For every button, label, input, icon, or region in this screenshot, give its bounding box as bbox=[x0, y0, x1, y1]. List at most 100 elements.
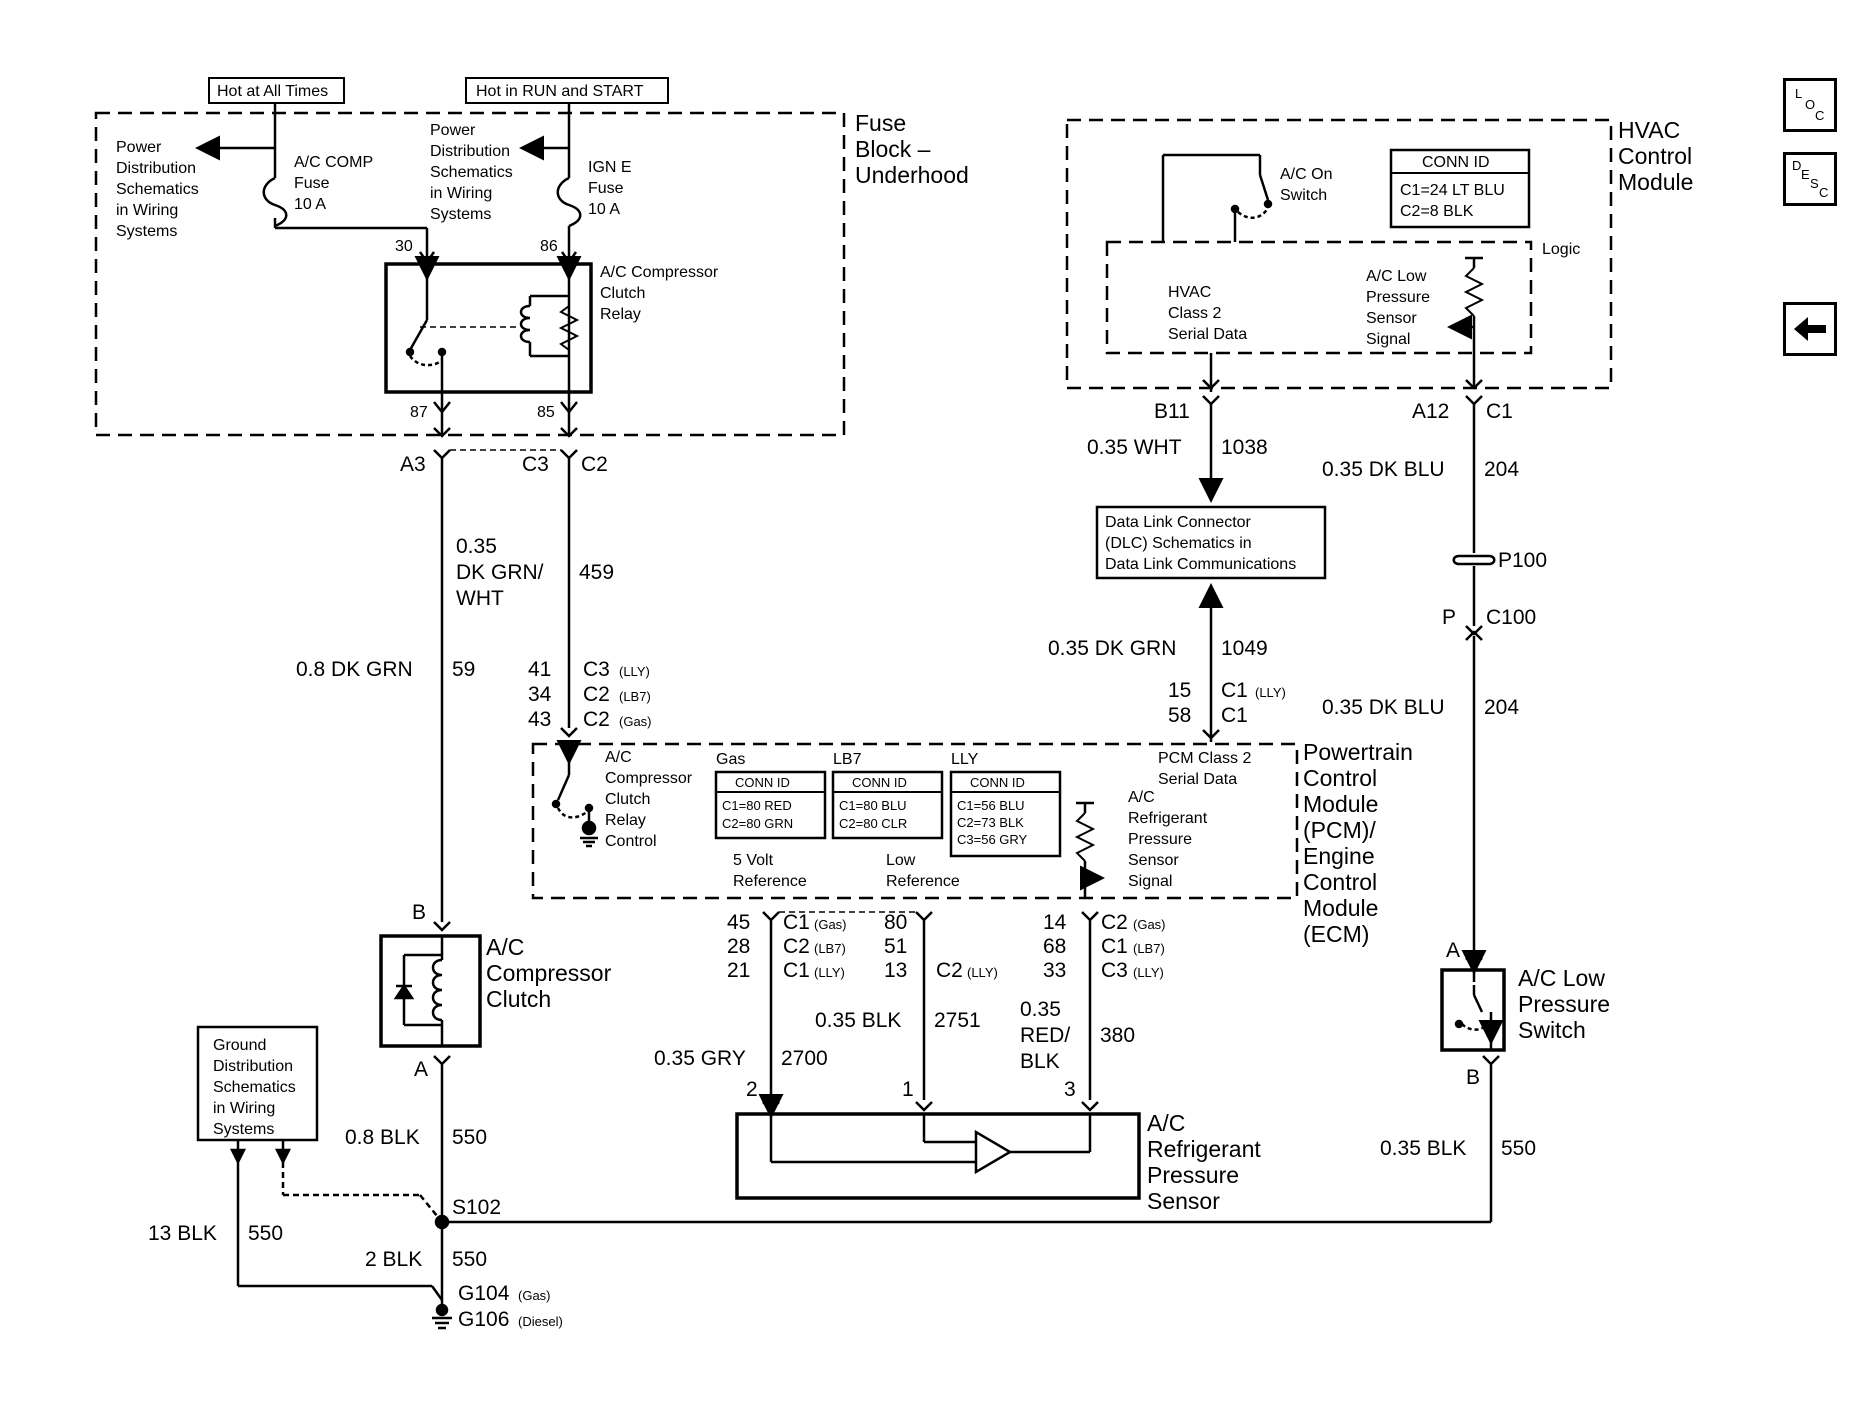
low-switch-1: A/C Low bbox=[1518, 965, 1605, 991]
wire-380-num: 380 bbox=[1100, 1024, 1135, 1047]
wire-13blk-num: 550 bbox=[248, 1222, 283, 1245]
pin-28-eng: (LB7) bbox=[814, 941, 846, 956]
ground-dist-box bbox=[196, 1025, 319, 1142]
relay-conn-c2: C2 bbox=[583, 683, 610, 706]
pin-14-eng: (Gas) bbox=[1133, 917, 1166, 932]
pcm-title-3: Module bbox=[1303, 791, 1378, 817]
pds-left-1: Power bbox=[116, 139, 162, 156]
pin-14-conn: C2 bbox=[1101, 911, 1128, 934]
logic-box bbox=[1105, 240, 1533, 355]
pin-68-eng: (LB7) bbox=[1133, 941, 1165, 956]
pds-left-4: in Wiring bbox=[116, 202, 178, 219]
ac-on-switch-1: A/C On bbox=[1280, 166, 1332, 183]
relay-pin-41: 41 bbox=[528, 658, 551, 681]
conn-lly-title: CONN ID bbox=[970, 775, 1025, 790]
clutch-pin-b: B bbox=[412, 901, 426, 924]
clutch-label-3: Clutch bbox=[486, 986, 551, 1012]
wire-459-color-3: WHT bbox=[456, 587, 504, 610]
ground-dist-1: Ground bbox=[213, 1037, 266, 1054]
relay-box bbox=[384, 262, 593, 394]
pds-mid-4: in Wiring bbox=[430, 185, 492, 202]
refrig-signal-1: A/C bbox=[1128, 789, 1155, 806]
switch-pin-b: B bbox=[1466, 1066, 1480, 1089]
wire-550-num: 550 bbox=[452, 1126, 487, 1149]
loc-icon: L O C bbox=[1795, 86, 1824, 123]
conn-lb7-c1: C1=80 BLU bbox=[839, 798, 907, 813]
desc-letter-d: D bbox=[1792, 158, 1801, 173]
clutch-label-2: Compressor bbox=[486, 960, 612, 986]
refrig-sensor-box bbox=[735, 1112, 1141, 1200]
refrig-sensor-4: Sensor bbox=[1147, 1188, 1220, 1214]
clutch-pin-a: A bbox=[414, 1058, 428, 1081]
wire-59-color: 0.8 DK GRN bbox=[296, 658, 413, 681]
refrig-signal-3: Pressure bbox=[1128, 831, 1192, 848]
dlc-conn-c1b: C1 bbox=[1221, 704, 1248, 727]
wire-550b-num: 550 bbox=[1501, 1137, 1536, 1160]
five-volt-ref-1: 5 Volt bbox=[733, 852, 774, 869]
wire-459-color-1: 0.35 bbox=[456, 535, 497, 558]
g106-engine: (Diesel) bbox=[518, 1314, 563, 1329]
conn-c3: C3 bbox=[522, 453, 549, 476]
pcm-title-7: Module bbox=[1303, 895, 1378, 921]
desc-button[interactable]: D E S C bbox=[1783, 152, 1837, 206]
hvac-title-2: Control bbox=[1618, 143, 1692, 169]
wire-380-color-1: 0.35 bbox=[1020, 998, 1061, 1021]
desc-letter-c: C bbox=[1819, 185, 1828, 200]
pin-13: 13 bbox=[884, 959, 907, 982]
engine-lb7: LB7 bbox=[833, 751, 862, 768]
wire-1049-color: 0.35 DK GRN bbox=[1048, 637, 1176, 660]
refrig-signal-2: Refrigerant bbox=[1128, 810, 1208, 827]
back-button[interactable] bbox=[1783, 302, 1837, 356]
pds-mid-5: Systems bbox=[430, 206, 491, 223]
conn-lly-c2: C2=73 BLK bbox=[957, 815, 1024, 830]
fuse-ac-comp-2: Fuse bbox=[294, 175, 330, 192]
wire-380-color-2: RED/ bbox=[1020, 1024, 1070, 1047]
wire-204-color: 0.35 DK BLU bbox=[1322, 458, 1445, 481]
dlc-pin-15: 15 bbox=[1168, 679, 1191, 702]
pin-28-conn: C2 bbox=[783, 935, 810, 958]
ac-on-switch-2: Switch bbox=[1280, 187, 1327, 204]
relay-control-3: Clutch bbox=[605, 791, 650, 808]
wire-204-num: 204 bbox=[1484, 458, 1519, 481]
wire-2700-num: 2700 bbox=[781, 1047, 828, 1070]
pin-13-eng: (LLY) bbox=[967, 965, 998, 980]
pcm-title-5: Engine bbox=[1303, 843, 1375, 869]
wire-1038-color: 0.35 WHT bbox=[1087, 436, 1182, 459]
fuse-ign-e-2: Fuse bbox=[588, 180, 624, 197]
conn-lb7-title: CONN ID bbox=[852, 775, 907, 790]
sensor-pin-2: 2 bbox=[746, 1078, 758, 1101]
pcm-title-1: Powertrain bbox=[1303, 739, 1413, 765]
fuse-ac-comp-1: A/C COMP bbox=[294, 154, 373, 171]
ac-comp-fuse-symbol bbox=[262, 176, 288, 228]
refrig-signal-5: Signal bbox=[1128, 873, 1172, 890]
relay-control-4: Relay bbox=[605, 812, 646, 829]
conn-gas-title: CONN ID bbox=[735, 775, 790, 790]
wire-459-num: 459 bbox=[579, 561, 614, 584]
c100-label: C100 bbox=[1486, 606, 1536, 629]
pin-21-conn: C1 bbox=[783, 959, 810, 982]
relay-eng-lb7: (LB7) bbox=[619, 689, 651, 704]
pin-80: 80 bbox=[884, 911, 907, 934]
hot-all-times-box bbox=[208, 77, 345, 104]
low-switch-3: Switch bbox=[1518, 1017, 1586, 1043]
pin-85: 85 bbox=[537, 404, 555, 421]
pin-33-conn: C3 bbox=[1101, 959, 1128, 982]
loc-button[interactable]: L O C bbox=[1783, 78, 1837, 132]
loc-letter-c: C bbox=[1815, 108, 1824, 123]
ac-low-sensor-3: Sensor bbox=[1366, 310, 1417, 327]
relay-label-2: Clutch bbox=[600, 285, 645, 302]
switch-pin-a: A bbox=[1446, 939, 1460, 962]
pin-45-conn: C1 bbox=[783, 911, 810, 934]
low-switch-2: Pressure bbox=[1518, 991, 1610, 1017]
low-ref-2: Reference bbox=[886, 873, 960, 890]
pin-45: 45 bbox=[727, 911, 750, 934]
pin-21-eng: (LLY) bbox=[814, 965, 845, 980]
pds-left-2: Distribution bbox=[116, 160, 196, 177]
g104-label: G104 bbox=[458, 1282, 510, 1305]
conn-lly-c1: C1=56 BLU bbox=[957, 798, 1025, 813]
wire-2751-color: 0.35 BLK bbox=[815, 1009, 901, 1032]
pin-45-eng: (Gas) bbox=[814, 917, 847, 932]
hvac-class2-1: HVAC bbox=[1168, 284, 1211, 301]
wire-550b-color: 0.35 BLK bbox=[1380, 1137, 1466, 1160]
pcm-title-6: Control bbox=[1303, 869, 1377, 895]
